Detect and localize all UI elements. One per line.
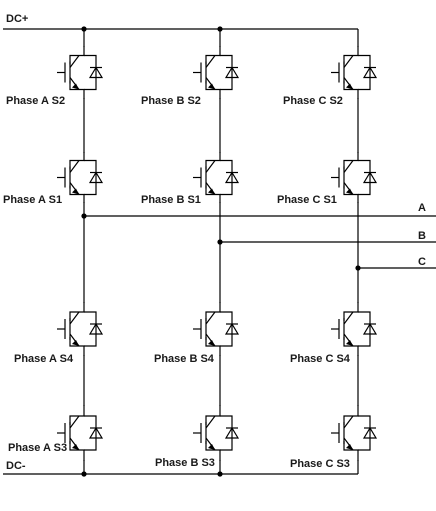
switch-label: Phase C S1 xyxy=(277,194,337,206)
dc-positive-label: DC+ xyxy=(6,13,28,25)
output-b-label: B xyxy=(418,230,426,242)
junction-dot xyxy=(217,471,223,477)
output-a-label: A xyxy=(418,202,426,214)
junction-dot xyxy=(217,26,223,32)
switch-label: Phase B S3 xyxy=(155,457,215,469)
switch-array: Phase A S2 Phase B S2 Phase C S2 Phase A S1… xyxy=(3,46,378,470)
junction-dots xyxy=(81,26,361,477)
switch-label: Phase B S1 xyxy=(141,194,201,206)
igbt-switch: Phase B S2 xyxy=(141,46,240,107)
switch-label: Phase C S2 xyxy=(283,95,343,107)
igbt-switch: Phase B S3 xyxy=(155,405,240,469)
switch-label: Phase A S3 xyxy=(8,442,67,454)
switch-label: Phase A S1 xyxy=(3,194,62,206)
igbt-switch: Phase A S2 xyxy=(6,46,104,107)
igbt-switch: Phase C S1 xyxy=(277,152,378,206)
junction-dot xyxy=(217,239,223,245)
junction-dot xyxy=(81,213,87,219)
junction-dot xyxy=(355,265,361,271)
switch-label: Phase B S4 xyxy=(154,353,215,365)
junction-dot xyxy=(81,471,87,477)
dc-positive-rail: DC+ xyxy=(3,13,358,30)
igbt-switch: Phase C S3 xyxy=(290,405,378,470)
igbt-switch: Phase A S1 xyxy=(3,152,104,206)
output-a: A xyxy=(84,202,436,217)
switch-label: Phase A S4 xyxy=(14,353,74,365)
switch-label: Phase A S2 xyxy=(6,95,65,107)
dc-negative-label: DC- xyxy=(6,460,26,472)
output-c-label: C xyxy=(418,256,426,268)
igbt-switch: Phase C S4 xyxy=(290,302,378,365)
switch-label: Phase C S3 xyxy=(290,458,350,470)
igbt-switch: Phase B S4 xyxy=(154,302,240,365)
junction-dot xyxy=(81,26,87,32)
output-b: B xyxy=(220,230,436,243)
igbt-switch: Phase B S1 xyxy=(141,152,240,206)
igbt-switch: Phase A S4 xyxy=(14,302,104,365)
switch-label: Phase B S2 xyxy=(141,95,201,107)
igbt-switch: Phase A S3 xyxy=(8,405,104,461)
igbt-switch: Phase C S2 xyxy=(283,46,378,107)
output-c: C xyxy=(358,256,436,269)
dc-negative-rail: DC- xyxy=(3,460,358,475)
switch-label: Phase C S4 xyxy=(290,353,351,365)
